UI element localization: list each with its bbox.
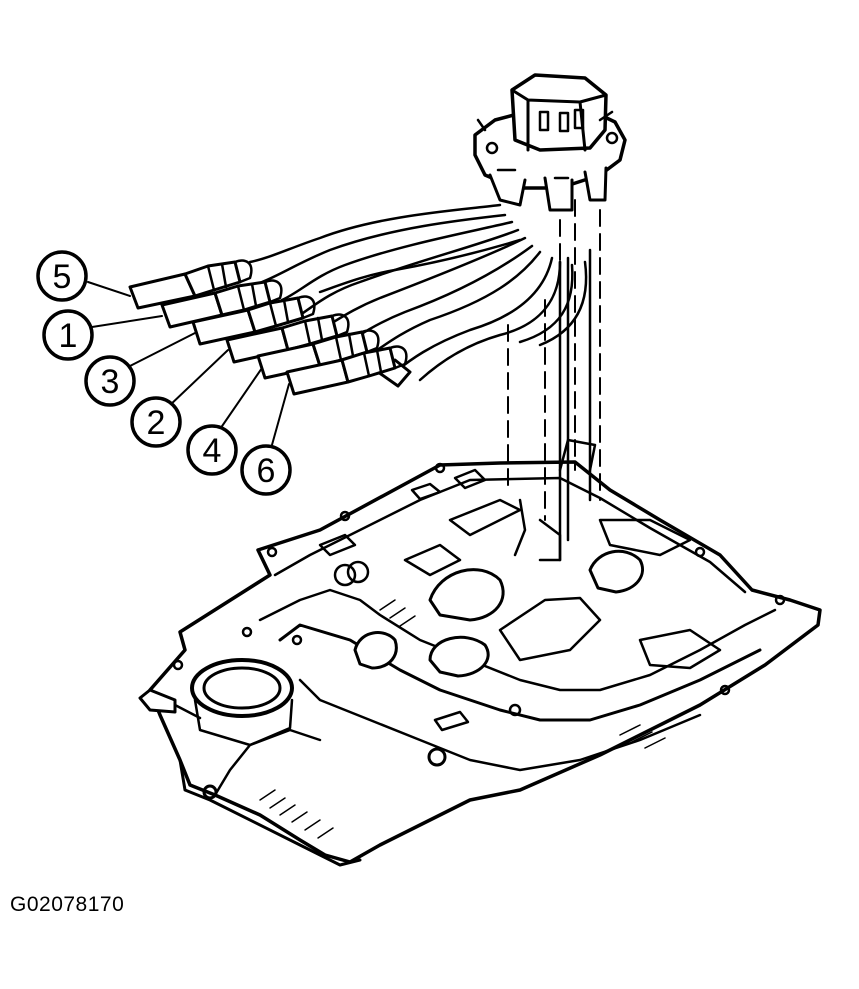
- callout-1: 1: [42, 309, 94, 361]
- callout-5-label: 5: [53, 258, 72, 296]
- callout-markers: 5 1 3 2 4 6: [36, 250, 292, 496]
- callout-4-label: 4: [203, 432, 222, 470]
- plug-boot-3: [191, 295, 316, 346]
- callout-6: 6: [240, 444, 292, 496]
- callout-leaders: [87, 281, 290, 453]
- intake-manifold: [138, 438, 822, 867]
- callout-3-label: 3: [101, 363, 120, 401]
- callout-6-label: 6: [257, 452, 276, 490]
- ignition-connector-module: [473, 73, 627, 212]
- callout-4: 4: [186, 424, 238, 476]
- figure-id: G02078170: [10, 893, 125, 916]
- callout-5: 5: [36, 250, 88, 302]
- callout-2-label: 2: [147, 404, 166, 442]
- callout-3: 3: [84, 355, 136, 407]
- callout-1-label: 1: [59, 317, 78, 355]
- spark-plug-boots: [128, 259, 408, 396]
- callout-2: 2: [130, 396, 182, 448]
- plug-boot-6: [285, 345, 408, 396]
